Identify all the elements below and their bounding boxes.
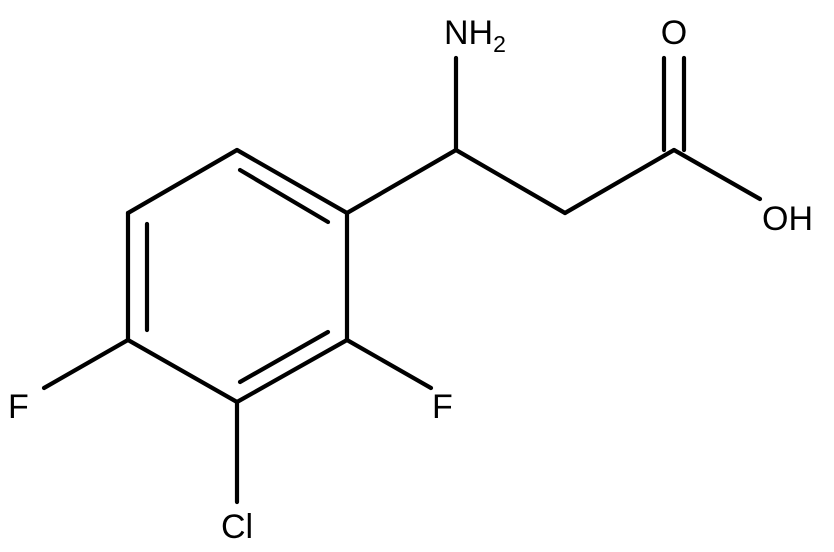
bond-ring-to-f-ortho [344,337,434,391]
bond-alpha-to-ch2 [453,147,568,216]
bond-ring-c3-c4 [125,337,240,405]
benzene-ring [125,147,350,405]
propanoic-chain [344,55,763,216]
amine-label: NH2 [444,14,506,57]
bond-ring-c6-c1 [234,147,350,216]
bond-ring-to-f-para [41,337,131,391]
bond-ring-to-alpha-carbon [344,147,459,216]
bond-ring-inner-c2-c3 [237,329,331,385]
atom-labels: NH2 O OH F Cl F [8,14,813,546]
chlorine-label: Cl [221,508,253,546]
amine-symbol: NH [444,14,493,52]
bond-ch2-to-carboxyl [562,147,677,216]
substituent-bonds [41,337,434,505]
bond-ring-c2-c3 [234,337,350,405]
amine-subscript: 2 [493,31,506,57]
bond-carboxyl-to-oh [671,147,763,202]
hydroxyl-label: OH [762,200,813,238]
fluorine-para-label: F [8,388,29,426]
fluorine-ortho-label: F [432,388,453,426]
bond-ring-inner-c6-c1 [237,167,331,225]
bond-ring-c5-c6 [125,147,240,216]
carbonyl-oxygen-label: O [661,14,687,52]
